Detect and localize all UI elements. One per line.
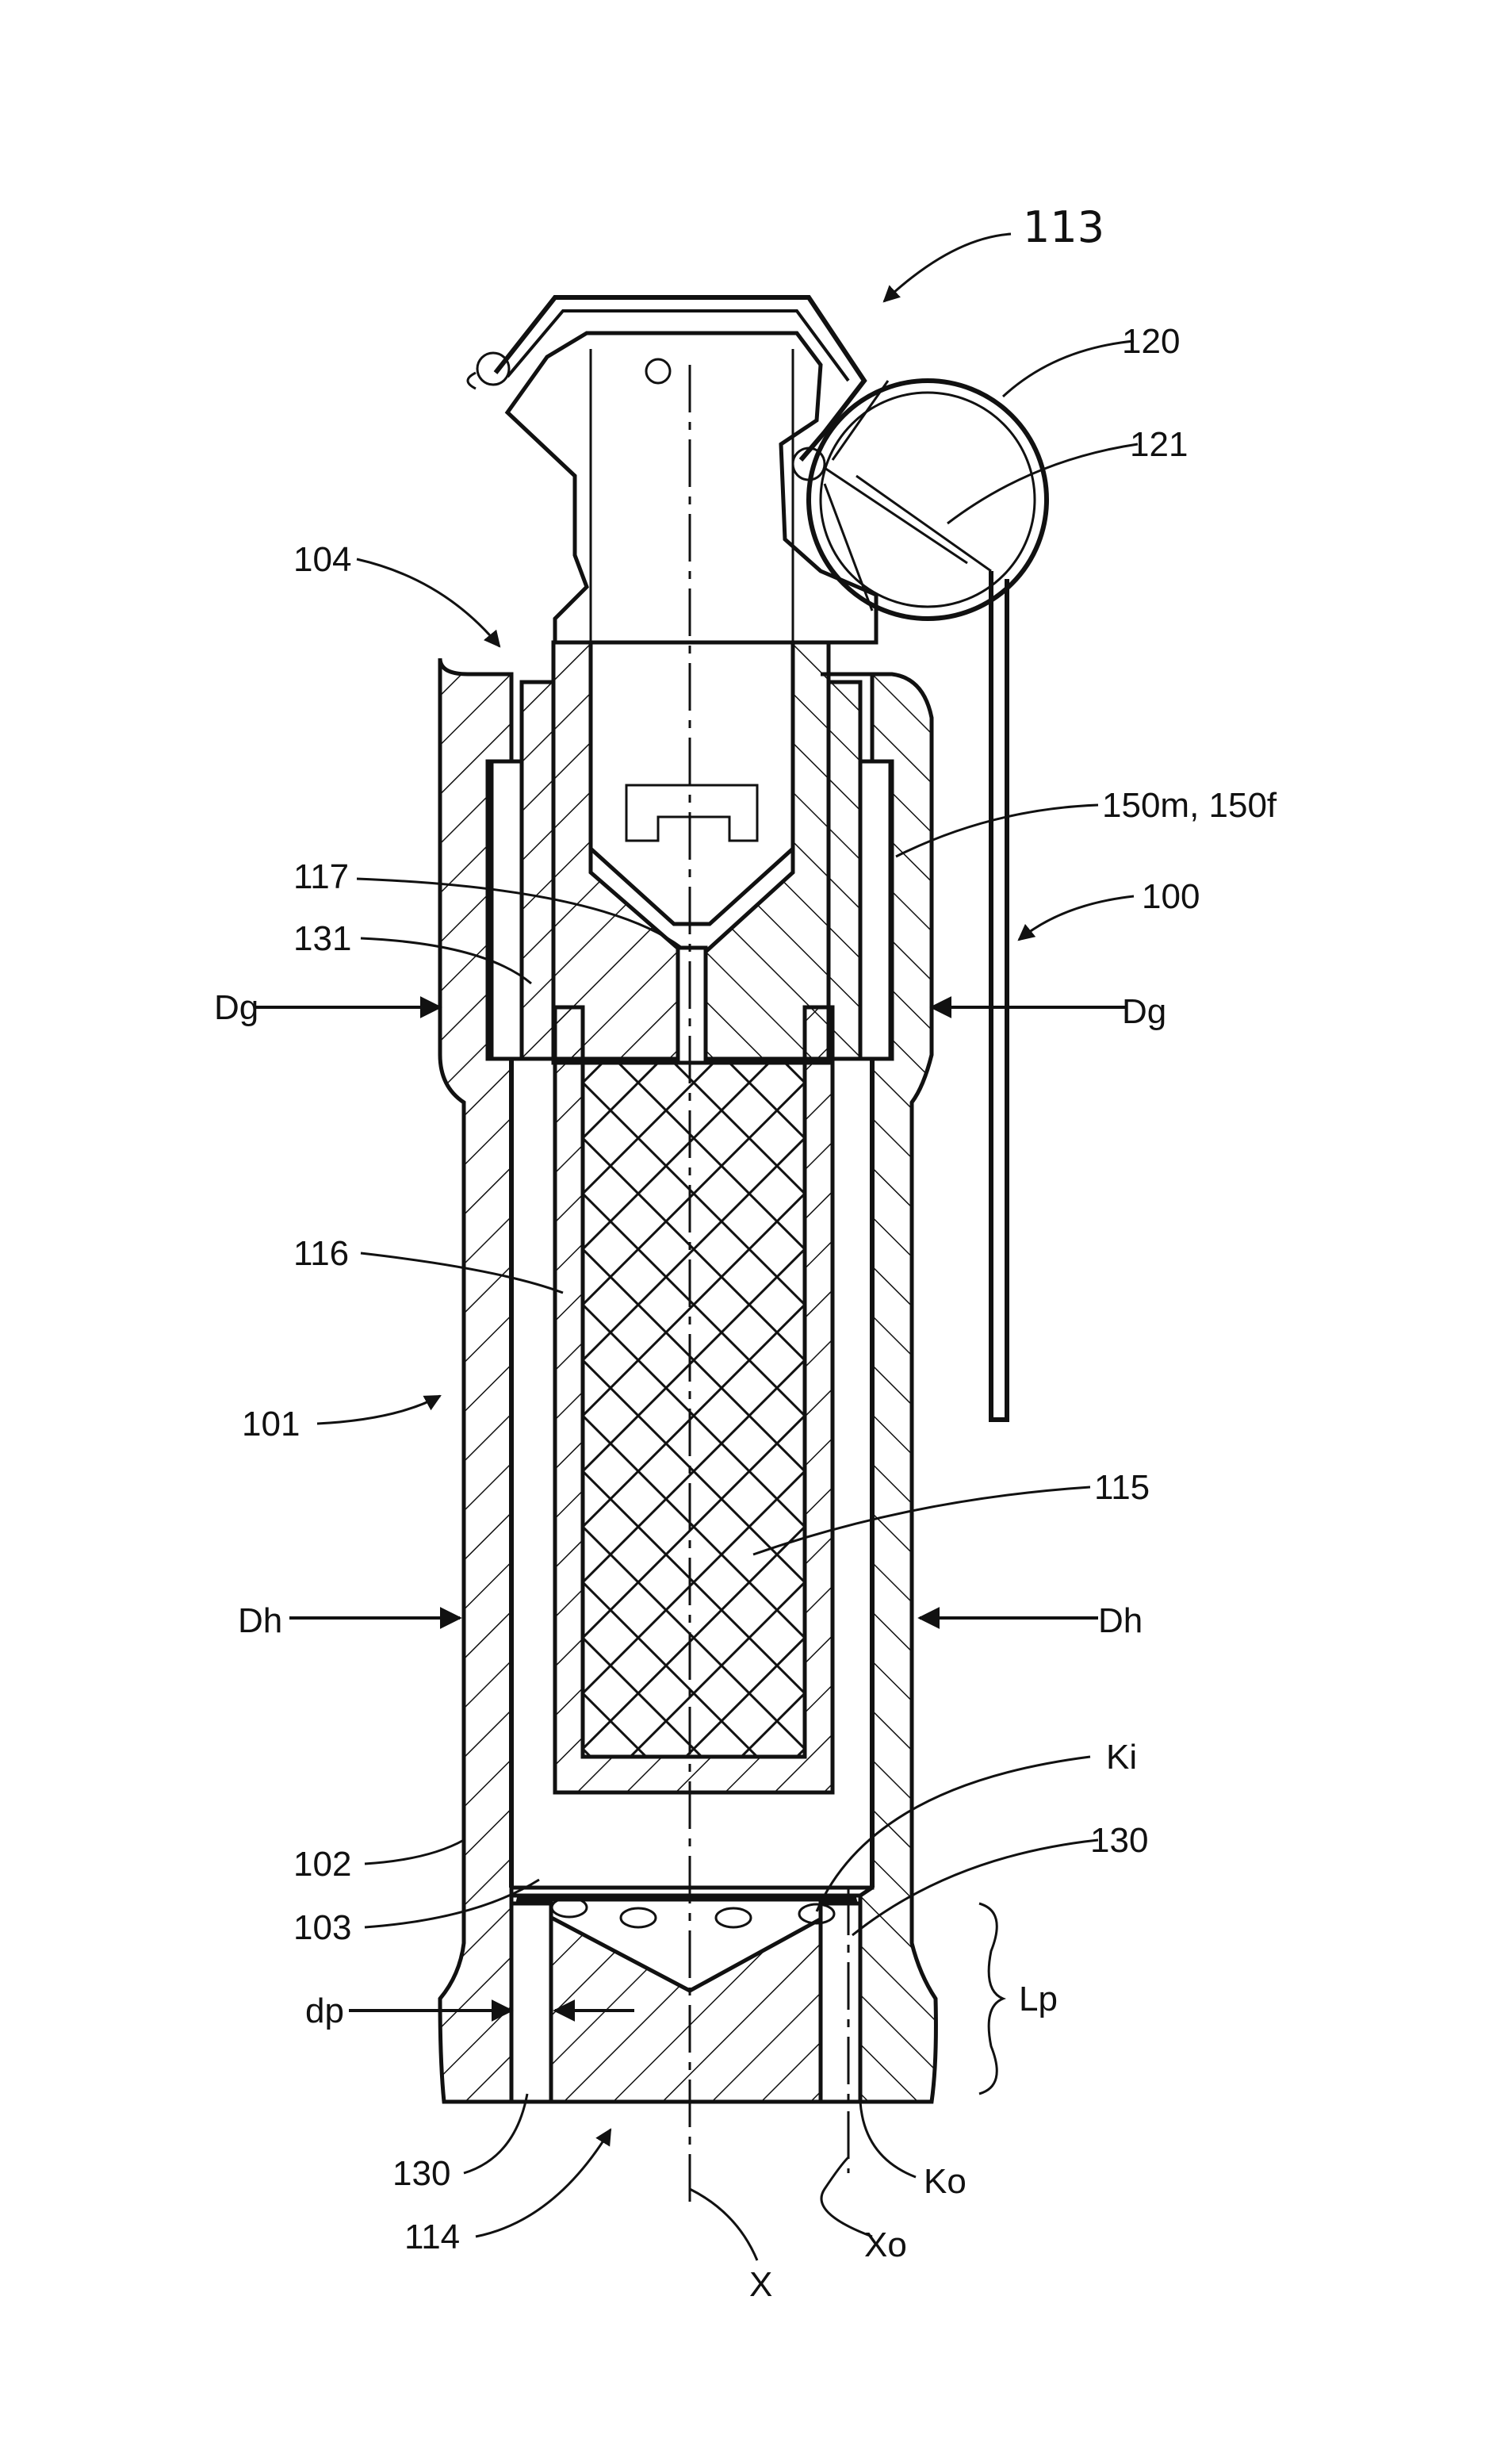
port-130-left	[511, 1903, 551, 2102]
label-100: 100	[1142, 877, 1200, 916]
label-131: 131	[293, 919, 351, 958]
label-113: 113	[1023, 202, 1104, 252]
payload-115	[583, 1063, 805, 1757]
label-dg-right: Dg	[1122, 992, 1166, 1031]
label-102: 102	[293, 1845, 351, 1884]
label-114: 114	[404, 2218, 460, 2256]
label-ko: Ko	[924, 2162, 967, 2201]
label-130-top: 130	[1090, 1821, 1148, 1860]
safety-pin-121	[825, 381, 991, 611]
label-104: 104	[293, 540, 351, 579]
label-dg-left: Dg	[214, 988, 258, 1027]
label-dp: dp	[305, 1992, 344, 2030]
label-150: 150m, 150f	[1102, 786, 1277, 825]
label-103: 103	[293, 1908, 351, 1947]
bottom-plug	[511, 1896, 860, 2102]
label-101: 101	[242, 1405, 300, 1443]
pull-ring-120	[809, 381, 1047, 619]
label-dh-left: Dh	[238, 1601, 282, 1640]
label-130-bottom: 130	[392, 2154, 450, 2193]
label-117: 117	[293, 857, 349, 896]
label-121: 121	[1130, 425, 1188, 464]
label-x: X	[749, 2265, 772, 2304]
payload-cup-116	[555, 1007, 833, 1792]
label-115: 115	[1094, 1468, 1150, 1507]
striker-channel-117	[678, 948, 706, 1063]
label-116: 116	[293, 1234, 349, 1273]
label-xo: Xo	[864, 2225, 907, 2264]
label-dh-right: Dh	[1098, 1601, 1143, 1640]
label-ki: Ki	[1106, 1738, 1137, 1777]
label-120: 120	[1122, 322, 1180, 361]
label-lp: Lp	[1019, 1980, 1058, 2018]
